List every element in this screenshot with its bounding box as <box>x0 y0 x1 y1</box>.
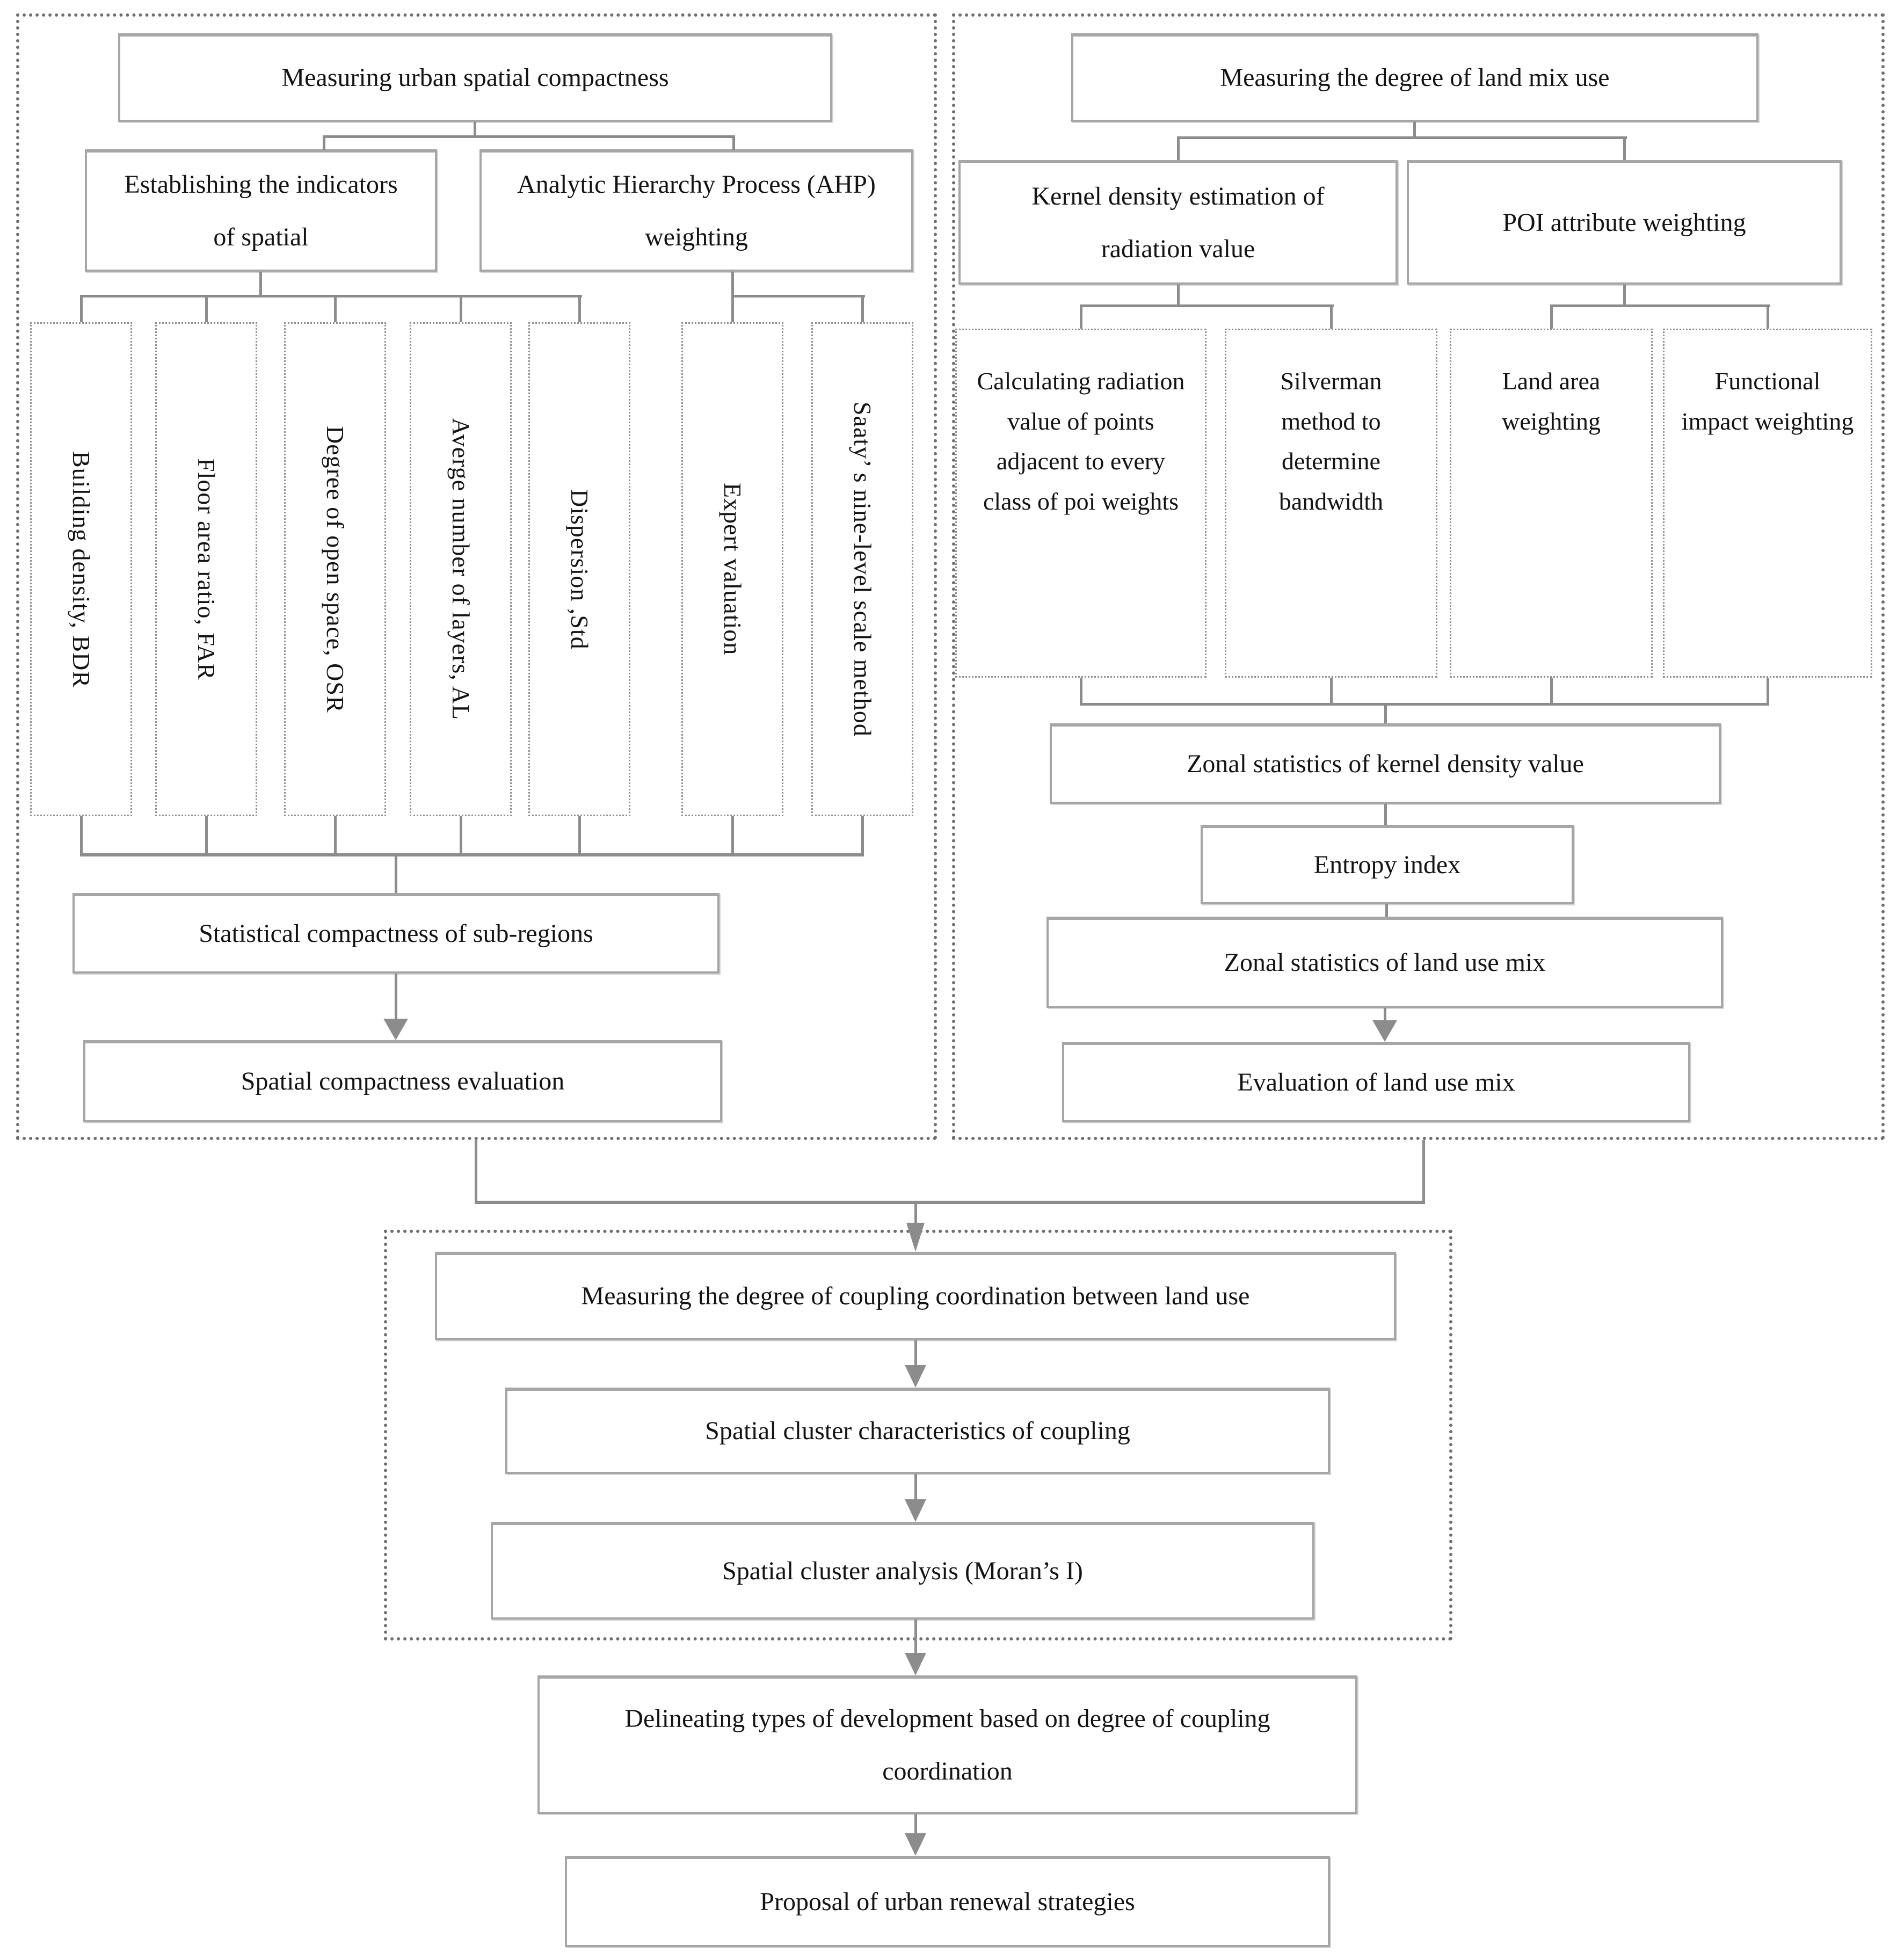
box-spatial-cluster-characteristics: Spatial cluster characteristics of coupl… <box>505 1388 1330 1474</box>
connector-line <box>1550 304 1770 307</box>
connector-line <box>475 1201 1425 1204</box>
connector-line <box>205 816 208 856</box>
box-statistical-compactness: Statistical compactness of sub-regions <box>72 893 719 974</box>
box-kernel-density-estimation: Kernel density estimation of radiation v… <box>958 160 1398 285</box>
box-land-area-weighting: Land area weighting <box>1450 329 1653 678</box>
box-proposal-urban-renewal: Proposal of urban renewal strategies <box>565 1856 1330 1947</box>
arrowhead <box>383 1019 408 1040</box>
connector-line <box>460 295 462 322</box>
connector-line <box>259 272 262 297</box>
arrowhead <box>905 1499 926 1522</box>
arrowhead <box>905 1833 926 1856</box>
box-expert-valuation: Expert valuation <box>681 322 783 816</box>
connector-line <box>205 295 208 322</box>
connector-line <box>1550 304 1553 329</box>
box-measuring-coupling-coordination: Measuring the degree of coupling coordin… <box>435 1252 1396 1340</box>
box-indicator-dispersion: Dispersion ,Std <box>528 322 630 816</box>
connector-line <box>460 816 462 856</box>
connector-line <box>395 974 397 1022</box>
connector-line <box>1623 136 1626 160</box>
connector-line <box>1384 703 1387 723</box>
box-poi-attribute-weighting: POI attribute weighting <box>1407 160 1842 285</box>
connector-line <box>914 1814 917 1835</box>
box-spatial-compactness-evaluation: Spatial compactness evaluation <box>83 1040 722 1122</box>
connector-line <box>1385 904 1388 917</box>
connector-line <box>395 853 397 893</box>
connector-line <box>1177 136 1180 160</box>
connector-line <box>1080 304 1334 307</box>
connector-line <box>914 1201 917 1225</box>
connector-line <box>334 295 337 322</box>
panel-spatial-compactness <box>16 13 937 1140</box>
connector-line <box>80 853 864 856</box>
connector-line <box>1767 304 1769 329</box>
connector-line <box>80 295 83 322</box>
box-silverman-method: Silverman method to determine bandwidth <box>1225 329 1437 678</box>
connector-line <box>914 1474 917 1501</box>
box-indicator-average-layers: Averge number of layers, AL <box>410 322 512 816</box>
connector-line <box>578 816 581 856</box>
connector-line <box>731 272 734 297</box>
box-measuring-land-mix: Measuring the degree of land mix use <box>1071 33 1758 122</box>
connector-line <box>1384 1008 1386 1023</box>
connector-line <box>1623 285 1626 307</box>
connector-line <box>732 135 735 150</box>
box-evaluation-land-use-mix: Evaluation of land use mix <box>1062 1042 1690 1122</box>
connector-line <box>1177 136 1627 139</box>
connector-line <box>1330 304 1333 329</box>
connector-line <box>731 295 865 297</box>
arrowhead <box>1372 1020 1397 1042</box>
box-entropy-index: Entropy index <box>1201 825 1574 904</box>
connector-line <box>1550 678 1553 706</box>
connector-line <box>474 122 476 138</box>
box-zonal-kernel-density: Zonal statistics of kernel density value <box>1050 723 1721 804</box>
connector-line <box>475 1140 477 1204</box>
connector-line <box>861 295 864 322</box>
box-indicator-floor-area-ratio: Floor area ratio, FAR <box>155 322 257 816</box>
connector-line <box>731 295 734 322</box>
box-functional-impact-weighting: Functional impact weighting <box>1663 329 1872 678</box>
box-saaty-scale-method: Saaty’ s nine-level scale method <box>811 322 913 816</box>
connector-line <box>323 135 325 150</box>
box-delineating-types: Delineating types of development based o… <box>537 1675 1357 1814</box>
connector-line <box>323 135 735 138</box>
connector-line <box>1177 285 1180 307</box>
box-zonal-land-use-mix: Zonal statistics of land use mix <box>1046 917 1723 1008</box>
connector-line <box>1413 122 1416 139</box>
connector-line <box>1080 703 1769 706</box>
box-measuring-spatial-compactness: Measuring urban spatial compactness <box>118 33 832 122</box>
box-spatial-cluster-analysis: Spatial cluster analysis (Moran’s I) <box>491 1522 1314 1620</box>
box-ahp-weighting: Analytic Hierarchy Process (AHP) weighti… <box>479 149 913 272</box>
box-calculating-radiation: Calculating radiation value of points ad… <box>955 329 1206 678</box>
connector-line <box>1384 804 1387 825</box>
connector-line <box>731 816 734 856</box>
connector-line <box>80 295 582 297</box>
arrowhead <box>906 1223 925 1252</box>
connector-line <box>1330 678 1333 706</box>
box-establishing-indicators: Establishing the indicators of spatial <box>85 149 437 272</box>
arrowhead <box>905 1365 926 1388</box>
panel-land-mix-use <box>952 13 1885 1140</box>
connector-line <box>861 816 864 856</box>
arrowhead <box>905 1653 926 1675</box>
connector-line <box>914 1340 917 1367</box>
connector-line <box>80 816 83 856</box>
connector-line <box>1422 1140 1425 1204</box>
connector-line <box>914 1620 917 1654</box>
box-indicator-open-space: Degree of open space, OSR <box>284 322 386 816</box>
connector-line <box>1080 678 1082 706</box>
connector-line <box>334 816 337 856</box>
connector-line <box>578 295 581 322</box>
box-indicator-building-density: Building density, BDR <box>30 322 132 816</box>
connector-line <box>1080 304 1082 329</box>
connector-line <box>1767 678 1769 706</box>
